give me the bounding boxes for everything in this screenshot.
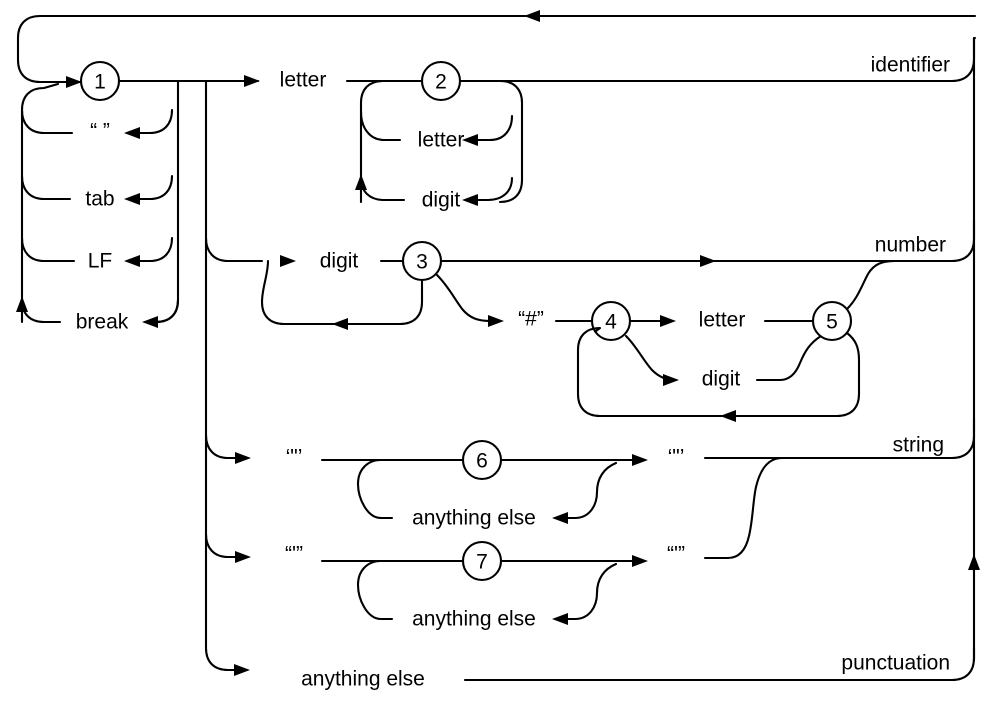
state6-out-arrowhead bbox=[632, 454, 648, 466]
state6-loop-rail bbox=[356, 458, 618, 520]
state4-digit-arrowhead bbox=[663, 374, 679, 386]
number-digit-label: digit bbox=[320, 250, 359, 273]
top-return-arrowhead bbox=[524, 10, 540, 22]
state6-loop-arrowhead bbox=[552, 512, 568, 524]
punctuation-exit-rail bbox=[463, 646, 976, 682]
state7-loop-rail bbox=[356, 559, 618, 621]
state-6-label: 6 bbox=[476, 450, 488, 473]
state5-exit-rail bbox=[845, 259, 897, 311]
state-3-label: 3 bbox=[416, 251, 428, 274]
string-dq-entry-arrowhead bbox=[235, 452, 251, 464]
main-branch-rail bbox=[204, 79, 248, 672]
state-1-label: 1 bbox=[94, 71, 106, 94]
right-collector-arrowhead bbox=[968, 554, 980, 570]
number-digit-loop-arrowhead bbox=[332, 318, 348, 330]
whitespace-space-arrowhead bbox=[124, 127, 140, 139]
whitespace-lf-arrowhead bbox=[124, 255, 140, 267]
string-sq-close-label: “'” bbox=[667, 543, 685, 566]
state4-digit-label: digit bbox=[702, 368, 741, 391]
state7-anything-else-label: anything else bbox=[412, 608, 536, 631]
number-hash-arrowhead bbox=[488, 315, 504, 327]
whitespace-tab-label: tab bbox=[85, 188, 114, 211]
number-exit-arrowhead bbox=[700, 255, 716, 267]
state2-digit-arrowhead bbox=[462, 194, 478, 206]
state-2-label: 2 bbox=[435, 71, 447, 94]
state5-loop-back-arrowhead bbox=[720, 410, 736, 422]
state2-letter-arrowhead bbox=[462, 134, 478, 146]
number-hash-branch-rail bbox=[435, 273, 492, 323]
top-return-rail bbox=[16, 14, 977, 84]
whitespace-break-label: break bbox=[76, 311, 129, 334]
whitespace-break-arrowhead bbox=[142, 316, 158, 328]
state2-letter-rail bbox=[359, 110, 514, 142]
punctuation-section-label: punctuation bbox=[841, 652, 950, 675]
number-digit-loop-rail bbox=[260, 259, 424, 326]
letter-1-label: letter bbox=[280, 69, 327, 92]
letter1-arrowhead bbox=[244, 75, 260, 87]
state2-loop-left-rail bbox=[359, 79, 424, 204]
state7-loop-arrowhead bbox=[552, 613, 568, 625]
whitespace-lf-rail bbox=[20, 236, 174, 263]
whitespace-space-label: “ ” bbox=[90, 120, 110, 143]
state5-loop-back-rail bbox=[576, 326, 861, 418]
string-dq-open-label: ‘"’ bbox=[286, 446, 303, 469]
state4-letter-label: letter bbox=[699, 309, 746, 332]
state-7-label: 7 bbox=[476, 551, 488, 574]
state7-out-arrowhead bbox=[632, 555, 648, 567]
string-dq-entry-rail bbox=[204, 433, 246, 460]
state1-entry-arrowhead bbox=[66, 76, 82, 88]
whitespace-space-rail bbox=[20, 108, 174, 135]
state-4-label: 4 bbox=[605, 311, 617, 334]
whitespace-tab-rail bbox=[20, 174, 174, 201]
string-sq-entry-rail bbox=[204, 532, 246, 559]
state-5-circle bbox=[811, 300, 853, 342]
number-section-label: number bbox=[875, 234, 946, 257]
state2-digit-label: digit bbox=[422, 189, 461, 212]
state4-digit-rail bbox=[624, 334, 678, 382]
whitespace-right-rail bbox=[154, 79, 180, 324]
whitespace-left-rail bbox=[20, 82, 60, 324]
identifier-section-label: identifier bbox=[871, 54, 950, 77]
state2-digit-rail bbox=[359, 176, 514, 202]
number-entry-rail bbox=[204, 236, 264, 263]
state2-letter-label: letter bbox=[418, 129, 465, 152]
number-entry-arrowhead bbox=[280, 255, 296, 267]
string-section-label: string bbox=[893, 434, 944, 457]
string-sq-open-label: “'” bbox=[285, 543, 303, 566]
number-hash-label: “#” bbox=[518, 308, 544, 331]
string-sq-entry-arrowhead bbox=[235, 551, 251, 563]
state4-letter-arrowhead bbox=[660, 315, 676, 327]
whitespace-lf-label: LF bbox=[88, 250, 113, 273]
string-sq-close-exit-rail bbox=[703, 456, 784, 560]
string-dq-close-label: ‘"’ bbox=[668, 446, 685, 469]
state2-loop-right-rail bbox=[498, 79, 524, 204]
state-5-label: 5 bbox=[826, 311, 838, 334]
state6-anything-else-label: anything else bbox=[412, 507, 536, 530]
state4-digit-to-state5-rail bbox=[755, 334, 823, 382]
whitespace-tab-arrowhead bbox=[124, 193, 140, 205]
punctuation-entry-arrowhead bbox=[234, 664, 250, 676]
punctuation-anything-else-label: anything else bbox=[301, 668, 425, 691]
